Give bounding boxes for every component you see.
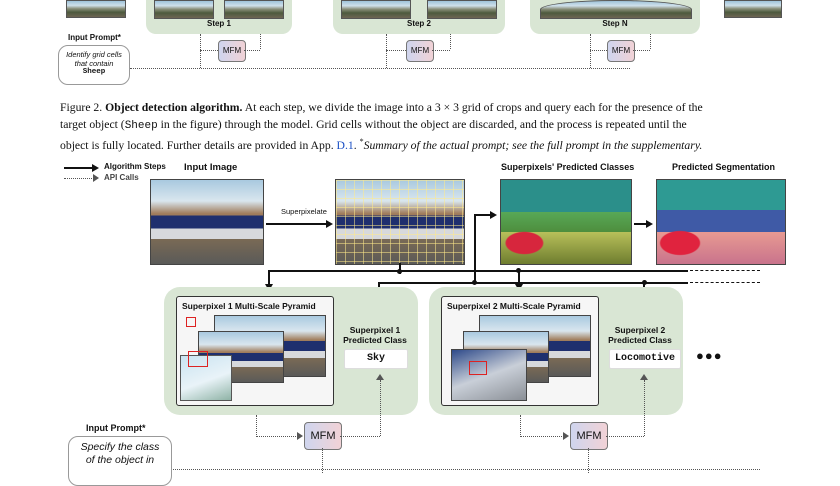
pyramid-1-highlight-b xyxy=(188,351,208,367)
step-2-crop-b xyxy=(427,0,497,19)
legend-api-calls: API Calls xyxy=(104,173,139,182)
step-n-crop xyxy=(540,0,692,19)
step-2-label: Step 2 xyxy=(406,19,431,28)
superpixel-image xyxy=(335,179,465,265)
input-image xyxy=(150,179,264,265)
predicted-seg-title: Predicted Segmentation xyxy=(672,162,776,172)
legend-algorithm-steps: Algorithm Steps xyxy=(104,162,166,171)
caption-title: Object detection algorithm. xyxy=(105,101,243,114)
step-1-crop-a xyxy=(154,0,214,19)
superpixelate-arrow xyxy=(266,223,328,225)
mfm-step-n: MFM xyxy=(607,40,635,62)
class-1-heading: Superpixel 1 Predicted Class xyxy=(343,325,407,345)
class-1-value: Sky xyxy=(344,349,408,369)
bottom-prompt-box: Specify the class of the object in xyxy=(68,436,172,486)
appendix-link[interactable]: D.1 xyxy=(336,138,354,152)
figure-caption: Figure 2. Object detection algorithm. At… xyxy=(60,101,703,152)
pyramid-2-panel: Superpixel 2 Multi-Scale Pyramid Superpi… xyxy=(429,287,683,415)
mfm-step-2: MFM xyxy=(406,40,434,62)
predicted-segmentation-image xyxy=(656,179,786,265)
superpixel-classes-image xyxy=(500,179,632,265)
predicted-classes-title: Superpixels' Predicted Classes xyxy=(501,162,635,172)
legend-solid-line xyxy=(64,167,94,169)
pyramid-2-title: Superpixel 2 Multi-Scale Pyramid xyxy=(447,301,581,311)
pyramid-1-highlight-a xyxy=(186,317,196,327)
bottom-prompt-title: Input Prompt* xyxy=(86,423,146,433)
pyramid-1-title: Superpixel 1 Multi-Scale Pyramid xyxy=(182,301,316,311)
class-2-value: Locomotive xyxy=(609,349,681,369)
top-input-image xyxy=(66,0,126,18)
class-2-heading: Superpixel 2 Predicted Class xyxy=(608,325,672,345)
pyramid-2-highlight xyxy=(469,361,487,375)
top-api-line xyxy=(130,68,630,69)
step-n-panel: Step N xyxy=(530,0,700,34)
step-1-crop-b xyxy=(224,0,284,19)
step-2-crop-a xyxy=(341,0,411,19)
more-ellipsis: ●●● xyxy=(696,348,723,363)
top-output-image xyxy=(724,0,782,18)
top-prompt-box: Identify grid cells that contain Sheep xyxy=(58,45,130,85)
input-image-title: Input Image xyxy=(184,162,238,173)
mfm-superpixel-1: MFM xyxy=(304,422,342,450)
superpixelate-label: Superpixelate xyxy=(281,207,327,216)
top-prompt-title: Input Prompt* xyxy=(68,33,121,42)
step-1-label: Step 1 xyxy=(206,19,231,28)
step-n-label: Step N xyxy=(602,19,628,28)
mfm-step-1: MFM xyxy=(218,40,246,62)
pyramid-2-scale-3 xyxy=(451,349,527,401)
top-prompt-keyword: Sheep xyxy=(82,68,106,76)
legend-dotted-line xyxy=(64,178,94,179)
step-2-panel: Step 2 xyxy=(333,0,505,34)
step-1-panel: Step 1 xyxy=(146,0,292,34)
mfm-superpixel-2: MFM xyxy=(570,422,608,450)
pyramid-1-panel: Superpixel 1 Multi-Scale Pyramid Superpi… xyxy=(164,287,418,415)
